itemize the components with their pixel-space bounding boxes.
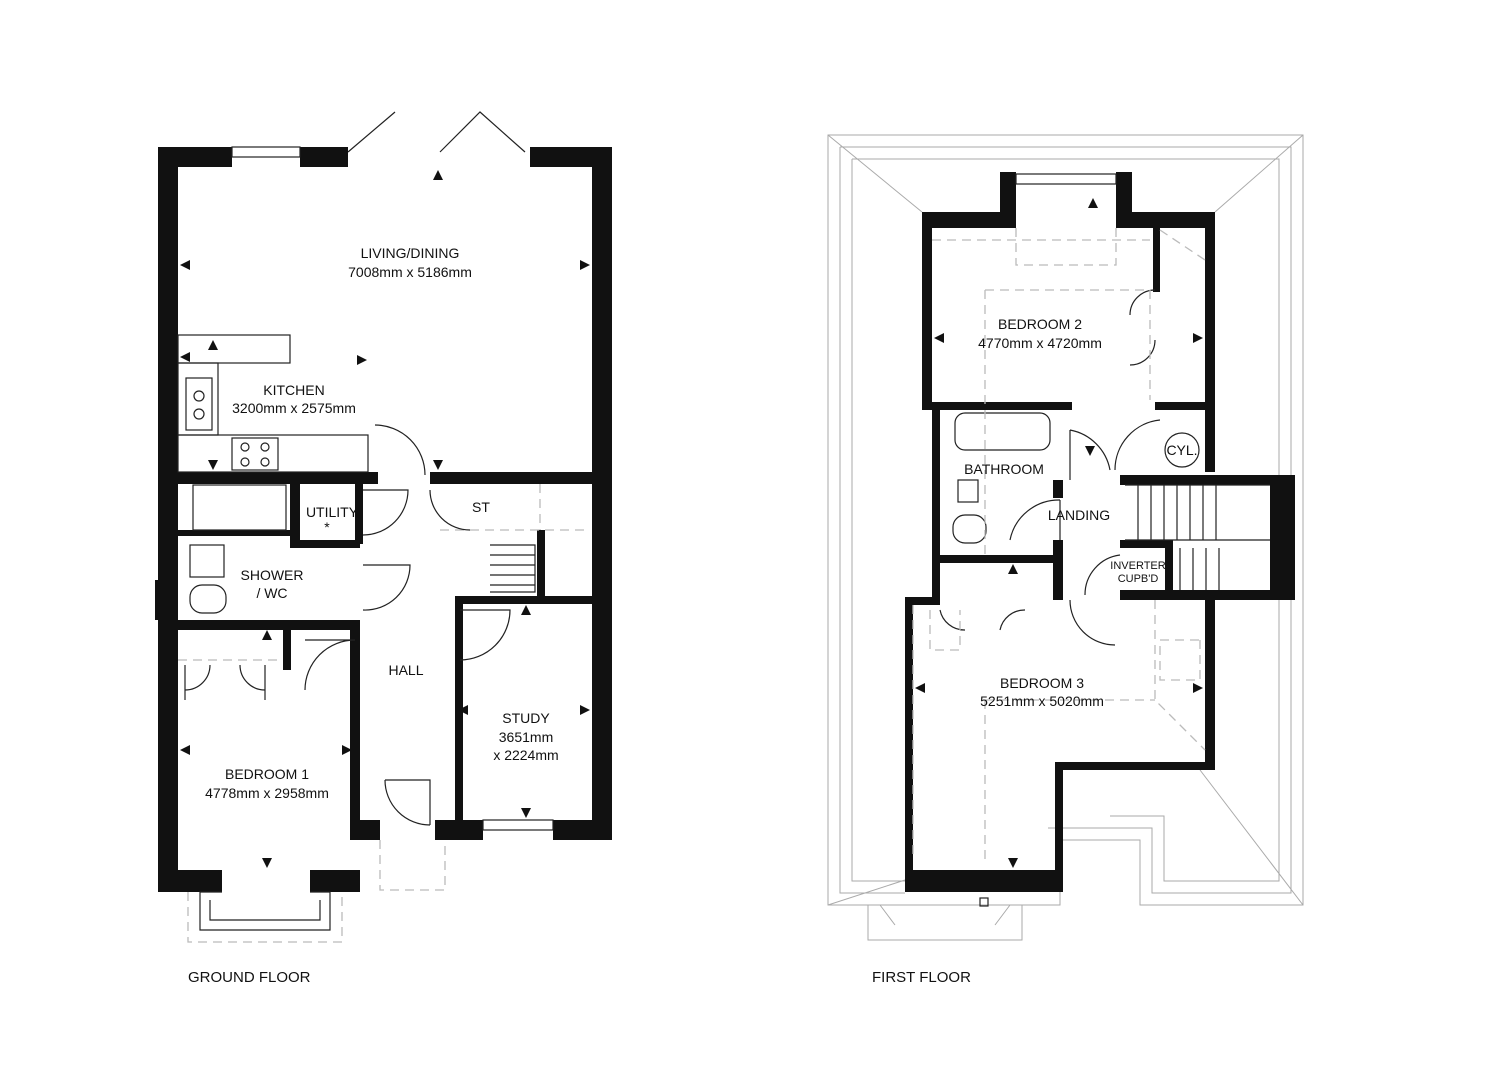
shower-label-2: / WC	[256, 585, 287, 601]
inverter-cupboard-label-2: CUPB'D	[1118, 573, 1159, 585]
ground-floor-plan: LIVING/DINING 7008mm x 5186mm KITCHEN 32…	[155, 111, 612, 986]
roof-outline	[827, 134, 1304, 941]
utility-note: *	[324, 519, 330, 535]
bathroom-label: BATHROOM	[964, 461, 1044, 477]
bedroom1-label: BEDROOM 1	[225, 766, 309, 782]
first-room-labels: BEDROOM 2 4770mm x 4720mm BATHROOM LANDI…	[964, 316, 1197, 709]
shower-label: SHOWER	[241, 567, 304, 583]
ground-fixtures	[177, 111, 590, 943]
study-size: 3651mm	[499, 729, 553, 745]
kitchen-label: KITCHEN	[263, 382, 324, 398]
bedroom2-size: 4770mm x 4720mm	[978, 335, 1102, 351]
study-label: STUDY	[502, 710, 550, 726]
bedroom3-size: 5251mm x 5020mm	[980, 693, 1104, 709]
utility-label: UTILITY	[306, 504, 359, 520]
first-floor-caption: FIRST FLOOR	[872, 969, 971, 986]
landing-label: LANDING	[1048, 507, 1110, 523]
living-dining-label: LIVING/DINING	[361, 245, 460, 261]
first-walls	[905, 172, 1295, 892]
store-label: ST	[472, 499, 490, 515]
ground-walls	[155, 147, 612, 892]
hall-label: HALL	[388, 662, 423, 678]
kitchen-size: 3200mm x 2575mm	[232, 400, 356, 416]
bedroom3-label: BEDROOM 3	[1000, 675, 1084, 691]
ground-floor-caption: GROUND FLOOR	[188, 969, 311, 986]
first-fixtures	[912, 173, 1270, 860]
living-dining-size: 7008mm x 5186mm	[348, 264, 472, 280]
ground-room-labels: LIVING/DINING 7008mm x 5186mm KITCHEN 32…	[205, 245, 559, 801]
study-size-2: x 2224mm	[493, 747, 558, 763]
first-floor-plan: BEDROOM 2 4770mm x 4720mm BATHROOM LANDI…	[827, 134, 1304, 986]
bedroom2-label: BEDROOM 2	[998, 316, 1082, 332]
inverter-cupboard-label: INVERTER	[1110, 560, 1165, 572]
cylinder-label: CYL.	[1166, 442, 1197, 458]
bedroom1-size: 4778mm x 2958mm	[205, 785, 329, 801]
